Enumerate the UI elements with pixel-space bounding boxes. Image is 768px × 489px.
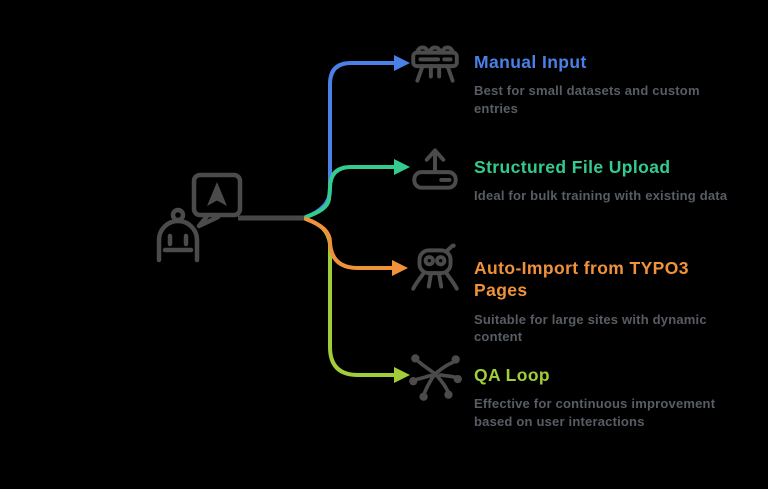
arrowhead-auto-import [392,260,408,276]
branch-text-block: Manual Input Best for small datasets and… [474,40,756,117]
chatbot-speech-bubble-icon [156,172,243,263]
robot-head [156,218,200,263]
branch-curve-manual-input [304,55,410,219]
branch-structured-file-upload: Structured File Upload Ideal for bulk tr… [406,145,756,205]
robot-eyes [167,233,189,247]
branch-curve-structured-file-upload [304,159,410,219]
branch-qa-loop: QA Loop Effective for continuous improve… [406,353,756,430]
send-arrow-glyph [207,182,227,206]
branch-title: Structured File Upload [474,157,671,177]
branch-text-block: Structured File Upload Ideal for bulk tr… [474,145,756,205]
arrowhead-manual-input [394,55,410,71]
branch-title: Manual Input [474,52,587,72]
file-upload-icon [412,148,458,190]
branch-description: Effective for continuous improvement bas… [474,396,716,429]
branch-description: Best for small datasets and custom entri… [474,83,700,116]
root-node [150,170,244,266]
branch-auto-import: Auto-Import from TYPO3 Pages Suitable fo… [406,243,756,346]
arrowhead-qa-loop [394,367,410,383]
branch-description: Ideal for bulk training with existing da… [474,188,728,204]
network-graph-icon [409,354,462,401]
network-nodes [409,354,462,401]
branch-curve-qa-loop [304,217,410,383]
branch-title: QA Loop [474,365,551,385]
branch-description: Suitable for large sites with dynamic co… [474,311,707,345]
speech-bubble-tail [196,212,221,229]
branch-title: Auto-Import from TYPO3 Pages [474,258,689,301]
branch-text-block: Auto-Import from TYPO3 Pages Suitable fo… [474,246,756,346]
keyboard-icon [411,45,459,83]
branch-text-block: QA Loop Effective for continuous improve… [474,353,756,430]
branch-manual-input: Manual Input Best for small datasets and… [406,40,756,117]
crawler-robot-icon [411,243,459,291]
arrowhead-structured-file-upload [394,159,410,175]
robot-antenna [170,207,186,223]
branch-curve-auto-import [304,217,408,276]
